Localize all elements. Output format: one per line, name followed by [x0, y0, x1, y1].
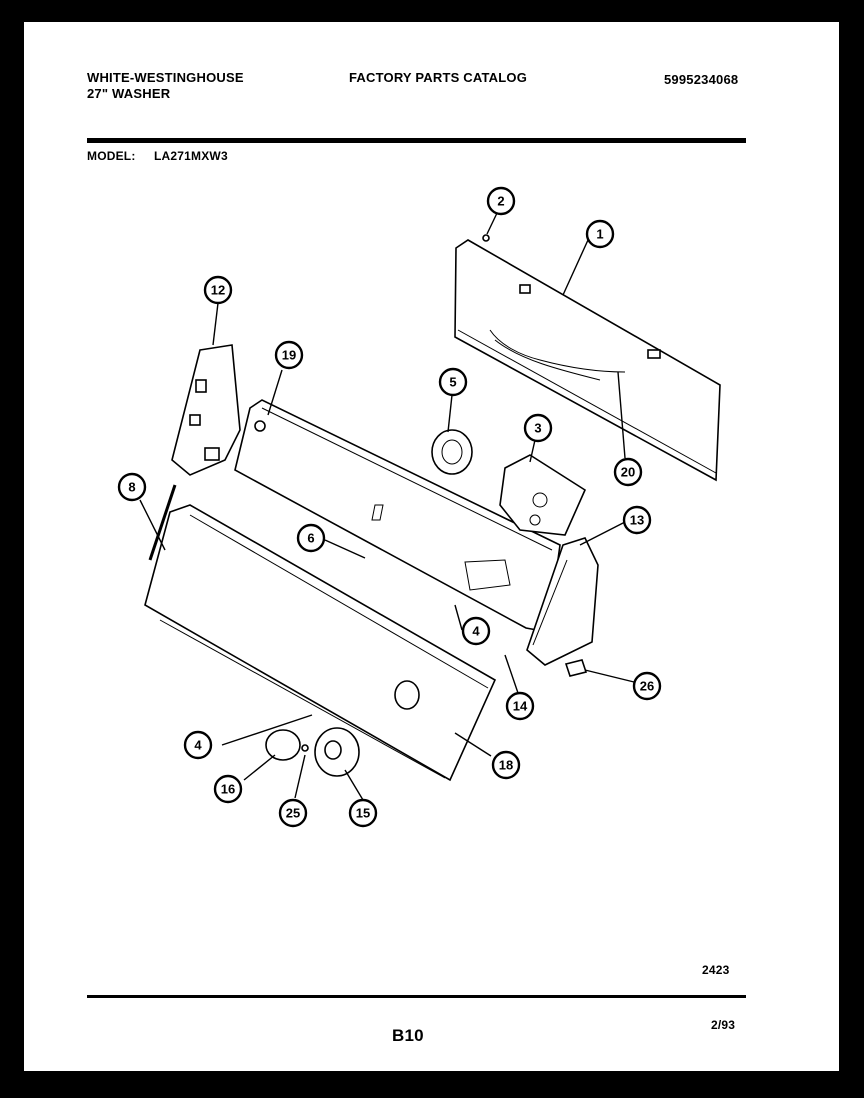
callout-19: 19 — [274, 340, 304, 370]
callout-2-label: 2 — [497, 194, 504, 209]
callout-15-label: 15 — [356, 806, 370, 821]
callout-5: 5 — [438, 367, 468, 397]
header-rule — [87, 138, 746, 143]
page-number: B10 — [392, 1026, 424, 1045]
leader-lines — [139, 210, 635, 801]
callout-4b-label: 4 — [194, 738, 202, 753]
foot-part — [564, 659, 588, 677]
model-value: LA271MXW3 — [154, 149, 228, 163]
brand-title: WHITE-WESTINGHOUSE — [87, 70, 244, 85]
callout-4a: 4 — [461, 616, 491, 646]
callout-25: 25 — [278, 798, 308, 828]
switch-block-part — [499, 454, 587, 536]
end-cap-part — [526, 537, 599, 666]
callout-15: 15 — [348, 798, 378, 828]
callout-8: 8 — [117, 472, 147, 502]
callout-5-label: 5 — [449, 375, 456, 390]
footer-rule — [87, 995, 746, 998]
issue-date: 2/93 — [711, 1018, 736, 1032]
callout-14: 14 — [505, 691, 535, 721]
callout-8-label: 8 — [128, 480, 135, 495]
callout-18-label: 18 — [499, 758, 513, 773]
callout-4b: 4 — [183, 730, 213, 760]
callout-6: 6 — [296, 523, 326, 553]
callout-12: 12 — [203, 275, 233, 305]
callout-1: 1 — [585, 219, 615, 249]
knob-part — [314, 727, 360, 777]
callout-20-label: 20 — [621, 465, 635, 480]
switch-bracket-part — [171, 344, 241, 476]
callout-13: 13 — [622, 505, 652, 535]
screw-rod-part — [148, 484, 177, 561]
callout-13-label: 13 — [630, 513, 644, 528]
callout-2: 2 — [486, 186, 516, 216]
rear-panel-part — [454, 234, 721, 482]
callout-26: 26 — [632, 671, 662, 701]
callout-16: 16 — [213, 774, 243, 804]
callout-18: 18 — [491, 750, 521, 780]
drawing-number: 2423 — [702, 963, 730, 977]
catalog-title: FACTORY PARTS CATALOG — [349, 70, 528, 85]
callout-3: 3 — [523, 413, 553, 443]
callout-19-label: 19 — [282, 348, 296, 363]
model-label: MODEL: — [87, 149, 136, 163]
timer-part — [431, 429, 473, 475]
callout-12-label: 12 — [211, 283, 225, 298]
callout-6-label: 6 — [307, 531, 314, 546]
callout-16-label: 16 — [221, 782, 235, 797]
callout-20: 20 — [613, 457, 643, 487]
callout-25-label: 25 — [286, 806, 300, 821]
callout-3-label: 3 — [534, 421, 541, 436]
callout-26-label: 26 — [640, 679, 654, 694]
part-number: 5995234068 — [664, 72, 739, 87]
callout-4a-label: 4 — [472, 624, 480, 639]
clip-part — [301, 744, 309, 752]
knob-cap-part — [265, 729, 301, 761]
product-title: 27" WASHER — [87, 86, 171, 101]
console-front-part — [144, 504, 497, 782]
callout-1-label: 1 — [596, 227, 603, 242]
callout-14-label: 14 — [513, 699, 528, 714]
